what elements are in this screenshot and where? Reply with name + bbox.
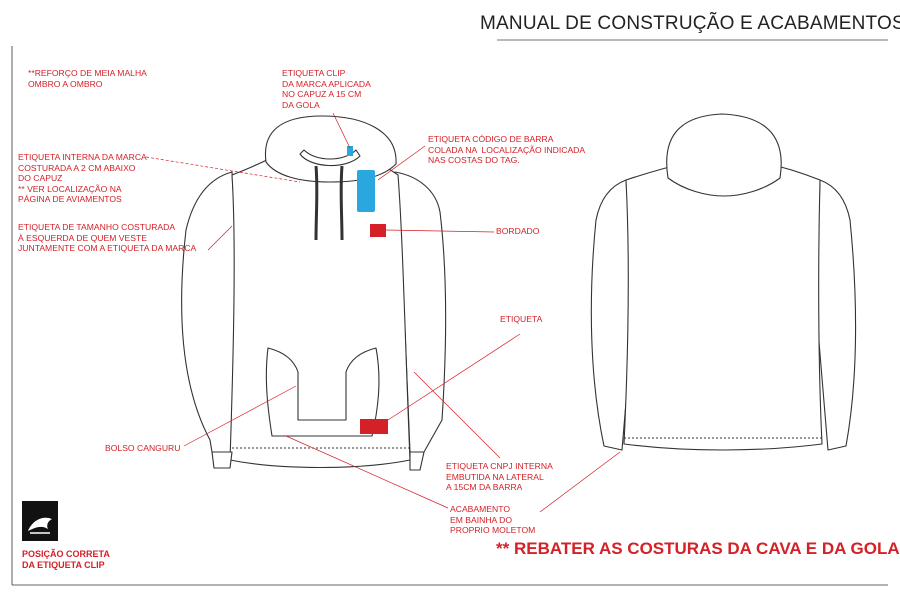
brand-logo-mark <box>28 517 52 534</box>
annotation-clip-tag: ETIQUETA CLIP DA MARCA APLICADA NO CAPUZ… <box>282 68 371 110</box>
hood-opening <box>299 149 361 167</box>
front-right-cuff <box>409 451 425 471</box>
right-drawstring <box>339 165 344 241</box>
annotation-internal-label: ETIQUETA INTERNA DA MARCA COSTURADA A 2 … <box>18 152 147 205</box>
page-title: MANUAL DE CONSTRUÇÃO E ACABAMENTOS <box>480 13 900 34</box>
footer-note: ** REBATER AS COSTURAS DA CAVA E DA GOLA <box>496 539 900 558</box>
clip-position-caption: POSIÇÃO CORRETA DA ETIQUETA CLIP <box>22 549 110 570</box>
leader-lines <box>145 112 621 513</box>
annotation-cnpj-label: ETIQUETA CNPJ INTERNA EMBUTIDA NA LATERA… <box>446 461 553 493</box>
front-hoodie-drawing <box>181 115 447 471</box>
kangaroo-pocket <box>265 347 380 437</box>
back-hood <box>666 113 782 197</box>
annotation-barcode-tag: ETIQUETA CÓDIGO DE BARRA COLADA NA LOCAL… <box>428 134 586 166</box>
annotation-embroidery: BORDADO <box>496 226 540 236</box>
left-drawstring <box>314 165 319 241</box>
back-left-sleeve <box>590 179 633 451</box>
annotation-label: ETIQUETA <box>500 314 543 324</box>
clip-tag-mark <box>347 146 353 156</box>
front-left-sleeve <box>181 171 239 453</box>
annotation-kangaroo-pocket: BOLSO CANGURU <box>105 443 181 453</box>
embroidery-mark <box>370 224 386 237</box>
back-body <box>623 161 823 451</box>
barcode-tag-mark <box>357 170 375 212</box>
annotation-shoulder-reinforcement: **REFORÇO DE MEIA MALHA OMBRO A OMBRO <box>28 68 147 89</box>
back-hoodie-drawing <box>590 113 857 451</box>
annotation-hem-finish: ACABAMENTO EM BAINHA DO PROPRIO MOLETOM <box>450 504 536 536</box>
front-left-cuff <box>211 451 233 469</box>
front-hood <box>264 115 397 183</box>
back-right-sleeve <box>817 179 857 451</box>
label-mark <box>360 419 388 434</box>
brand-logo-icon <box>22 501 58 541</box>
front-right-sleeve <box>394 171 447 453</box>
annotation-size-label: ETIQUETA DE TAMANHO COSTURADA À ESQUERDA… <box>18 222 197 254</box>
